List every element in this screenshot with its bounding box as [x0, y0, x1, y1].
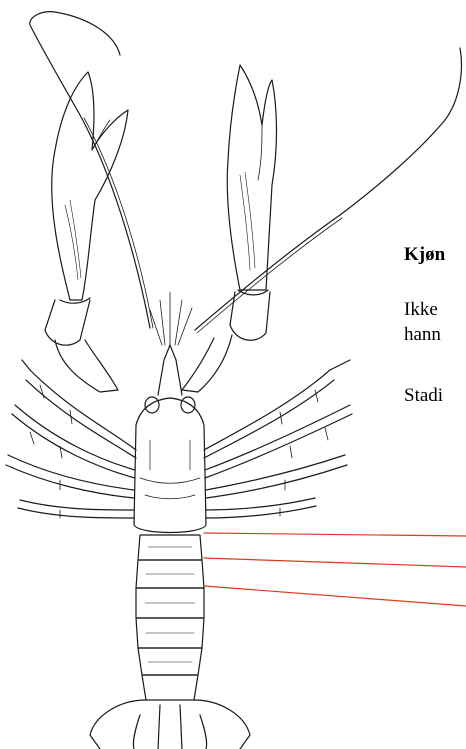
right-legs — [204, 360, 352, 518]
left-arm — [55, 340, 118, 392]
tail-fan — [90, 700, 250, 749]
sex-heading: Kjøn — [404, 245, 445, 264]
left-legs — [6, 360, 136, 518]
head-region — [145, 292, 195, 413]
left-antenna — [30, 12, 150, 328]
body-text-line-2: hann — [404, 325, 441, 344]
body-text-line-1: Ikke — [404, 300, 438, 319]
leader-line-1 — [204, 533, 466, 536]
leader-lines — [204, 533, 466, 606]
right-arm — [182, 335, 232, 392]
right-claw — [227, 65, 276, 340]
carapace — [134, 398, 206, 533]
left-claw — [45, 72, 128, 345]
abdomen — [136, 535, 204, 700]
stage-text: Stadi — [404, 386, 443, 405]
leader-line-3 — [204, 586, 466, 606]
leader-line-2 — [204, 558, 466, 567]
